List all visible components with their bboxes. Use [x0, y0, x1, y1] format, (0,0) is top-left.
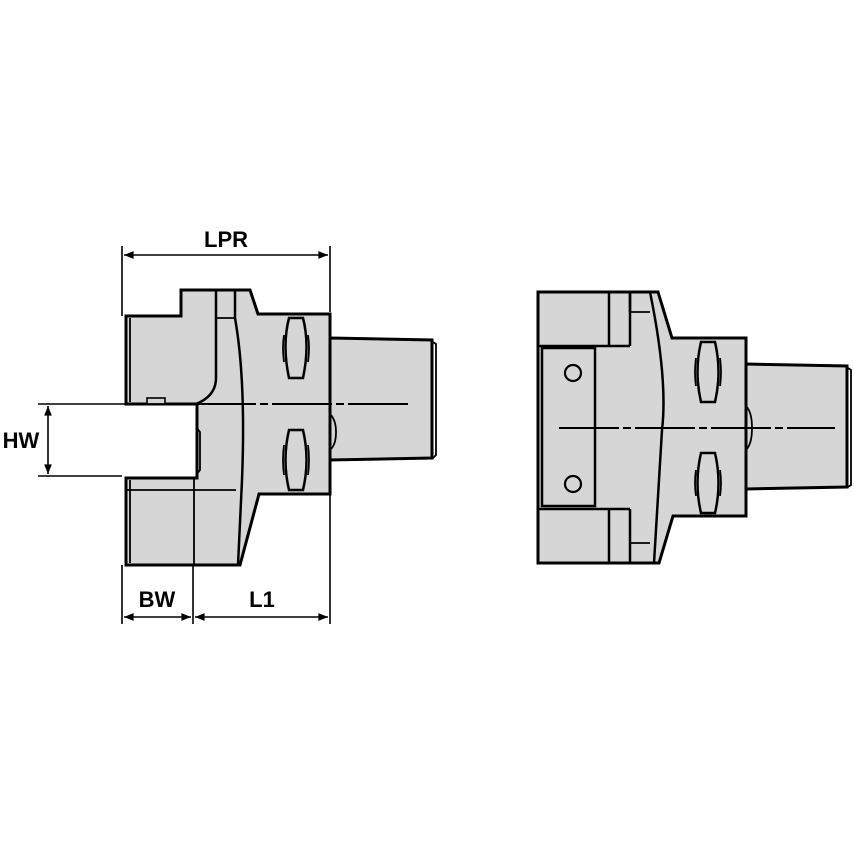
dimension-label-bw: BW [139, 587, 176, 612]
oval-slot-icon [282, 316, 310, 380]
side-view [124, 288, 437, 567]
dimension-lpr: LPR [121, 227, 331, 316]
oval-slot-icon [282, 428, 310, 492]
dimension-hw: HW [3, 403, 196, 477]
oval-slot-icon [694, 451, 722, 515]
dimension-label-lpr: LPR [204, 227, 248, 252]
oval-slot-icon [694, 340, 722, 404]
mounting-hole-icon [563, 363, 583, 383]
dimension-label-hw: HW [3, 428, 40, 453]
mounting-hole-icon [563, 474, 583, 494]
dimension-label-l1: L1 [249, 587, 275, 612]
dimension-bw-l1: BW L1 [121, 494, 331, 624]
front-view [536, 290, 852, 565]
